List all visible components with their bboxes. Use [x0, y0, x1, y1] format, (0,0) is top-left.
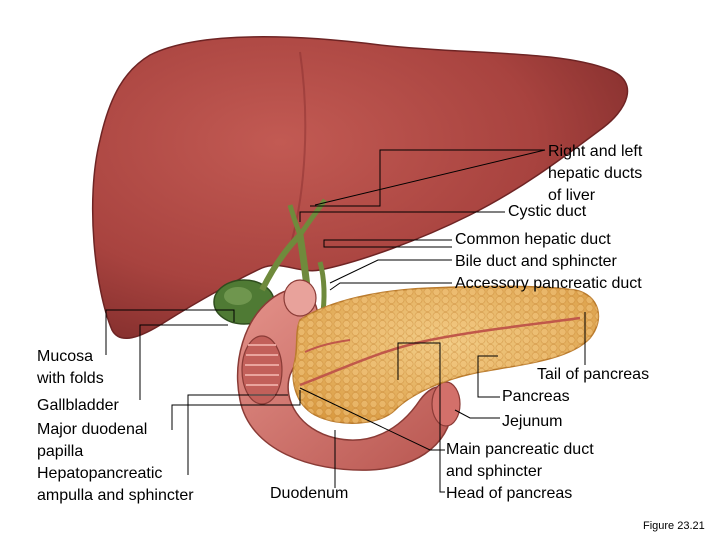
liver	[91, 36, 629, 339]
label-head-of-pancreas: Head of pancreas	[446, 485, 573, 502]
accessory-duct-shape	[304, 339, 351, 353]
label-pancreas: Pancreas	[502, 388, 570, 405]
label-main-pancreatic-duct: Main pancreatic duct and sphincter	[446, 441, 594, 480]
label-duodenum: Duodenum	[270, 485, 349, 502]
label-accessory-pancreatic-duct: Accessory pancreatic duct	[455, 275, 642, 292]
label-gallbladder: Gallbladder	[37, 397, 119, 414]
jejunum-shape	[431, 381, 461, 427]
label-hepatic-ducts: Right and left hepatic ducts of liver	[548, 143, 643, 204]
label-cystic-duct: Cystic duct	[508, 203, 587, 220]
label-tail-of-pancreas: Tail of pancreas	[537, 366, 650, 383]
mucosa-folds-shape	[241, 335, 283, 405]
main-pancreatic-duct-shape	[299, 316, 581, 387]
label-mucosa: Mucosa with folds	[37, 348, 104, 387]
label-ampulla: Hepatopancreatic ampulla and sphincter	[37, 465, 194, 504]
label-jejunum: Jejunum	[502, 413, 563, 430]
figure-caption: Figure 23.21	[643, 520, 705, 532]
cystic-duct-shape	[259, 232, 303, 292]
label-major-papilla: Major duodenal papilla	[37, 421, 148, 460]
label-bile-duct: Bile duct and sphincter	[455, 253, 617, 270]
label-common-hepatic-duct: Common hepatic duct	[455, 231, 611, 248]
hepatic-ducts-shape	[287, 198, 328, 237]
